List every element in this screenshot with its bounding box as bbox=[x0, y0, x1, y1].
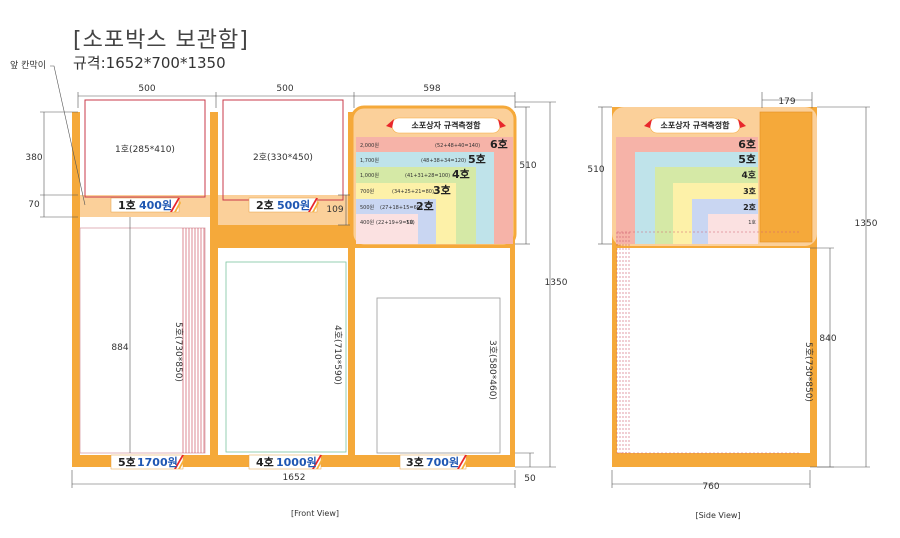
front-view-caption: [Front View] bbox=[291, 509, 339, 518]
tag-1-size: 1호 bbox=[118, 198, 136, 212]
chart-side-size-2: 2호 bbox=[743, 202, 757, 212]
chart-front-size-5: 5호 bbox=[468, 152, 486, 166]
dim-front-510: 510 bbox=[519, 161, 536, 171]
box-5-label: 5호(730*850) bbox=[173, 322, 184, 382]
front-upper-mid-cell bbox=[218, 112, 348, 195]
tag-3-price: 700원 bbox=[426, 455, 459, 469]
price-tag-4: 4호 1000원 bbox=[248, 454, 323, 470]
dim-front-width-left: 500 bbox=[138, 84, 155, 94]
chart-front-price-2: 500원 bbox=[360, 204, 375, 211]
chart-side-header: 소포상자 규격측정함 bbox=[660, 120, 730, 130]
dim-front-109: 109 bbox=[326, 205, 343, 215]
chart-front-size-2: 2호 bbox=[416, 199, 434, 213]
chart-front-formula-6: (52+48+40=140) bbox=[435, 143, 480, 149]
front-lower-right-cell bbox=[355, 248, 510, 455]
price-tag-3: 3호 700원 bbox=[399, 454, 468, 470]
dim-front-width-mid: 500 bbox=[276, 84, 293, 94]
dim-side-510: 510 bbox=[587, 165, 604, 175]
measure-chart-front: 소포상자 규격측정함 2,000원 (52+48+40=140) 6호 1,70… bbox=[350, 105, 517, 248]
front-plate-label: 앞 칸막이 bbox=[10, 59, 46, 71]
chart-front-price-5: 1,700원 bbox=[360, 157, 379, 164]
tag-4-price: 1000원 bbox=[276, 455, 317, 469]
front-plate-leader bbox=[50, 65, 86, 206]
side-dimension-lines bbox=[598, 92, 870, 488]
measure-chart-side: 소포상자 규격측정함 6호 5호 4호 3호 2호 1호 bbox=[616, 117, 758, 244]
side-stack-lines bbox=[616, 231, 800, 454]
box-5-stack-lines bbox=[182, 228, 205, 453]
dim-front-total-width: 1652 bbox=[283, 473, 306, 483]
box-1-label: 1호(285*410) bbox=[115, 144, 175, 155]
side-top-right-block bbox=[760, 112, 812, 242]
tag-5-price: 1700원 bbox=[137, 455, 178, 469]
dim-side-760: 760 bbox=[702, 482, 719, 492]
chart-front-size-1: 1호 bbox=[406, 220, 414, 226]
box-3-outline bbox=[376, 297, 501, 454]
chart-side-size-6: 6호 bbox=[738, 137, 756, 151]
side-box-5-label: 5호(730*850) bbox=[803, 342, 814, 402]
dim-front-width-right: 598 bbox=[423, 84, 440, 94]
price-tag-1: 1호 400원 bbox=[110, 197, 181, 213]
box-4-label: 4호(710*590) bbox=[332, 325, 343, 385]
price-tag-5: 5호 1700원 bbox=[110, 454, 185, 470]
dim-front-380: 380 bbox=[25, 153, 42, 163]
chart-front-size-6: 6호 bbox=[490, 137, 508, 151]
chart-front-formula-3: (34+25+21=80) bbox=[392, 189, 434, 195]
front-lower-mid-cell bbox=[218, 248, 348, 455]
side-view-caption: [Side View] bbox=[695, 511, 740, 520]
tag-3-size: 3호 bbox=[406, 455, 424, 469]
box-2-label: 2호(330*450) bbox=[253, 152, 313, 163]
dim-front-70: 70 bbox=[28, 200, 40, 210]
chart-side-size-3: 3호 bbox=[743, 186, 757, 196]
side-lower-cell bbox=[617, 248, 810, 453]
chart-side-size-1: 1호 bbox=[748, 220, 756, 226]
chart-front-price-1: 400원 bbox=[360, 219, 375, 226]
dim-front-50: 50 bbox=[524, 474, 536, 484]
dim-side-1350: 1350 bbox=[855, 219, 878, 229]
chart-front-size-4: 4호 bbox=[452, 167, 470, 181]
spec-text: 규격:1652*700*1350 bbox=[73, 54, 226, 72]
page-title: [소포박스 보관함] bbox=[73, 28, 249, 53]
front-lower-left-cell bbox=[80, 217, 210, 455]
dim-side-179: 179 bbox=[778, 97, 795, 107]
chart-front-header: 소포상자 규격측정함 bbox=[411, 120, 481, 130]
front-view: 1호(285*410) 2호(330*450) 5호(730*850) 4호(7… bbox=[10, 59, 568, 518]
dim-front-884: 884 bbox=[111, 343, 128, 353]
chart-front-price-6: 2,000원 bbox=[360, 142, 379, 149]
chart-side-size-4: 4호 bbox=[741, 170, 756, 181]
price-tag-2: 2호 500원 bbox=[248, 197, 319, 213]
front-upper-left-cell bbox=[80, 112, 210, 195]
box-3-label: 3호(580*460) bbox=[487, 340, 498, 400]
side-view: 소포상자 규격측정함 6호 5호 4호 3호 2호 1호 5호(730*850) bbox=[587, 92, 878, 520]
chart-front-formula-1: (22+19+9=50) bbox=[376, 220, 415, 226]
chart-front-formula-4: (41+31+28=100) bbox=[405, 173, 450, 179]
chart-front-size-3: 3호 bbox=[433, 183, 451, 197]
tag-1-price: 400원 bbox=[139, 198, 172, 212]
box-4-outline bbox=[225, 261, 347, 453]
box-5-outline bbox=[79, 227, 206, 454]
chart-front-formula-5: (48+38+34=120) bbox=[421, 158, 466, 164]
tag-4-size: 4호 bbox=[256, 455, 274, 469]
chart-front-price-3: 700원 bbox=[360, 188, 375, 195]
dim-side-840: 840 bbox=[819, 334, 836, 344]
front-dimension-lines bbox=[40, 92, 556, 488]
tag-5-size: 5호 bbox=[118, 455, 136, 469]
dim-front-1350: 1350 bbox=[545, 278, 568, 288]
chart-front-price-4: 1,000원 bbox=[360, 172, 379, 179]
tag-2-price: 500원 bbox=[277, 198, 310, 212]
chart-side-size-5: 5호 bbox=[738, 152, 756, 166]
chart-front-formula-2: (27+18+15=60) bbox=[380, 205, 422, 211]
tag-2-size: 2호 bbox=[256, 198, 274, 212]
side-top-right-block-edge bbox=[759, 111, 813, 243]
box-1-outline bbox=[84, 99, 206, 198]
